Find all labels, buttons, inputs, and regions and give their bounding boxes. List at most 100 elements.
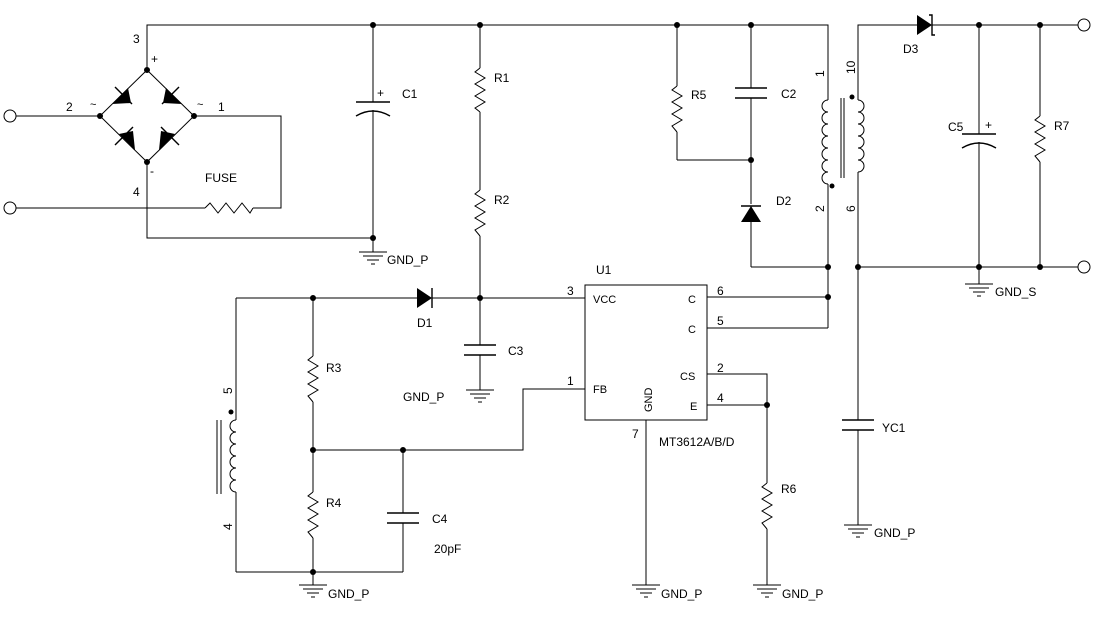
junction-dot bbox=[477, 22, 483, 28]
ground-symbol bbox=[753, 584, 781, 598]
bridge-pin-1: 1 bbox=[218, 100, 225, 114]
wire bbox=[857, 24, 917, 100]
u1-pin-c-top: C bbox=[688, 294, 696, 306]
transformer-primary-winding bbox=[821, 99, 829, 185]
u1-pin-num-2: 2 bbox=[717, 361, 724, 375]
fuse-label: FUSE bbox=[205, 171, 237, 185]
u1-pin-gnd: GND bbox=[643, 388, 655, 413]
wire bbox=[194, 115, 282, 209]
r3-label: R3 bbox=[326, 361, 342, 375]
r3-resistor bbox=[307, 355, 319, 403]
r4-resistor bbox=[307, 491, 319, 539]
ac-input-terminal-2 bbox=[3, 201, 17, 215]
ground-label-gnd-p-yc1: GND_P bbox=[874, 526, 915, 540]
bridge-ac-left-label: ~ bbox=[90, 99, 96, 111]
r5-label: R5 bbox=[691, 88, 707, 102]
u1-pin-num-1: 1 bbox=[567, 374, 574, 388]
u1-pin-cs: CS bbox=[680, 371, 695, 383]
r6-label: R6 bbox=[781, 482, 797, 496]
junction-dot bbox=[1037, 22, 1043, 28]
ground-symbol bbox=[965, 283, 993, 297]
c3-label: C3 bbox=[508, 344, 524, 358]
r7-resistor bbox=[1034, 115, 1046, 163]
wire bbox=[146, 162, 373, 239]
d2-label: D2 bbox=[776, 194, 792, 208]
junction-dot bbox=[976, 22, 982, 28]
u1-pin-e: E bbox=[690, 401, 697, 413]
junction-dot bbox=[310, 569, 316, 575]
aux-winding bbox=[229, 419, 237, 493]
r2-resistor bbox=[474, 189, 486, 237]
fuse bbox=[204, 202, 254, 214]
junction-dot bbox=[748, 157, 754, 163]
r1-label: R1 bbox=[494, 71, 510, 85]
ground-label-gnd-p-r6: GND_P bbox=[782, 587, 823, 601]
wire bbox=[707, 373, 768, 405]
ground-label-gnd-p-ic: GND_P bbox=[661, 587, 702, 601]
c4-label: C4 bbox=[432, 512, 448, 526]
r2-label: R2 bbox=[494, 193, 510, 207]
d1-label: D1 bbox=[417, 316, 433, 330]
ground-symbol bbox=[632, 584, 660, 598]
ground-symbol bbox=[359, 251, 387, 265]
transformer-pin-6: 6 bbox=[844, 205, 858, 212]
u1-pin-c-bottom: C bbox=[688, 324, 696, 336]
aux-pin-4: 4 bbox=[221, 523, 235, 530]
c4-value: 20pF bbox=[434, 542, 461, 556]
bridge-pin-2: 2 bbox=[66, 100, 73, 114]
primary-dot bbox=[829, 183, 835, 189]
transformer-pin-1: 1 bbox=[813, 70, 827, 77]
junction-dot bbox=[764, 402, 770, 408]
ground-symbol bbox=[466, 389, 494, 403]
wire bbox=[313, 388, 585, 451]
wire bbox=[146, 24, 829, 100]
u1-pin-num-4: 4 bbox=[717, 391, 724, 405]
junction-dot bbox=[310, 447, 316, 453]
aux-dot bbox=[228, 409, 234, 415]
ground-symbol bbox=[299, 584, 327, 598]
bridge-minus-label: - bbox=[150, 164, 154, 178]
bridge-plus-label: + bbox=[151, 52, 158, 66]
r1-resistor bbox=[474, 67, 486, 113]
transformer-pin-2: 2 bbox=[813, 205, 827, 212]
ac-input-terminal-1 bbox=[3, 109, 17, 123]
junction-dot bbox=[825, 264, 831, 270]
c5-label: C5 bbox=[948, 120, 964, 134]
bridge-rectifier bbox=[97, 67, 197, 165]
c1-plus: + bbox=[377, 86, 384, 100]
ground-label-gnd-p-1: GND_P bbox=[387, 253, 428, 267]
bridge-pin-3: 3 bbox=[133, 32, 140, 46]
transformer-secondary-winding bbox=[857, 99, 865, 173]
dc-output-terminal-positive bbox=[1077, 18, 1091, 32]
junction-dot bbox=[370, 235, 376, 241]
u1-pin-num-5: 5 bbox=[717, 314, 724, 328]
c5-plus: + bbox=[985, 118, 992, 132]
d3-label: D3 bbox=[903, 42, 919, 56]
u1-label: U1 bbox=[596, 263, 612, 277]
r7-label: R7 bbox=[1054, 119, 1070, 133]
d1-diode bbox=[417, 288, 432, 308]
u1-pin-num-6: 6 bbox=[717, 284, 724, 298]
u1-pin-num-7: 7 bbox=[632, 427, 639, 441]
ground-label-gnd-p-r4: GND_P bbox=[328, 587, 369, 601]
r5-resistor bbox=[671, 85, 683, 133]
r4-label: R4 bbox=[326, 496, 342, 510]
c1-label: C1 bbox=[402, 87, 418, 101]
ground-symbol bbox=[844, 524, 872, 538]
secondary-dot bbox=[849, 94, 855, 100]
aux-pin-5: 5 bbox=[221, 387, 235, 394]
d2-diode bbox=[741, 206, 761, 222]
u1-pin-vcc: VCC bbox=[593, 294, 616, 306]
junction-dot bbox=[370, 22, 376, 28]
r6-resistor bbox=[761, 482, 773, 530]
bridge-pin-4: 4 bbox=[133, 185, 140, 199]
yc1-label: YC1 bbox=[882, 421, 906, 435]
u1-pin-num-3: 3 bbox=[567, 284, 574, 298]
junction-dot bbox=[748, 22, 754, 28]
transformer-pin-10: 10 bbox=[844, 60, 858, 74]
ground-label-gnd-s: GND_S bbox=[995, 285, 1036, 299]
junction-dot bbox=[400, 447, 406, 453]
dc-output-terminal-negative bbox=[1077, 260, 1091, 274]
ground-label-gnd-p-c3: GND_P bbox=[403, 390, 444, 404]
